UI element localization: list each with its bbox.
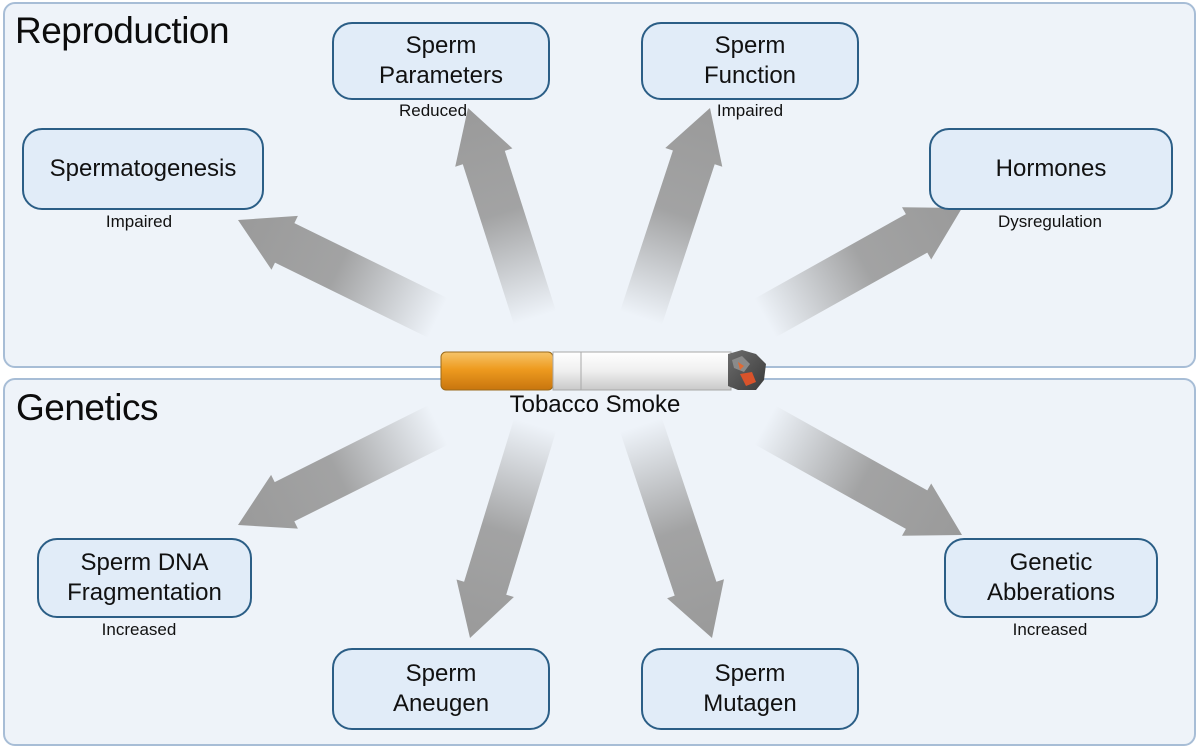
arrow-to-sperm-mutagen [620,418,724,638]
arrow-to-genetic-abberations [754,405,962,536]
node-label-line: Sperm DNA [80,549,209,576]
node-label-line: Abberations [986,579,1116,606]
node-label-line: Aneugen [392,690,490,717]
node-label-line: Fragmentation [67,579,222,606]
arrow-to-sperm-dna-fragmentation [238,405,448,529]
arrow-to-sperm-aneugen [456,418,556,638]
node-label: Hormones [996,154,1107,184]
node-sperm-dna-fragmentation: Sperm DNA Fragmentation [37,538,252,618]
node-label-line: Hormones [995,155,1107,182]
node-label-line: Sperm [714,32,786,59]
node-label-line: Function [703,62,797,89]
node-label-line: Sperm [405,32,477,59]
reproduction-title: Reproduction [15,10,230,51]
center-label: Tobacco Smoke [509,391,681,418]
node-note-hormones: Dysregulation [998,212,1102,231]
arrow-to-hormones [754,207,962,338]
node-label-line: Genetic [1009,549,1093,576]
node-label-line: Mutagen [703,690,797,717]
node-hormones: Hormones [929,128,1173,210]
node-note-sperm-function: Impaired [716,101,784,120]
arrow-to-sperm-function [620,108,723,325]
node-label: Sperm DNA Fragmentation [67,548,222,608]
node-label-line: Sperm [405,660,477,687]
node-spermatogenesis: Spermatogenesis [22,128,264,210]
node-label-line: Spermatogenesis [49,155,237,182]
node-label: Spermatogenesis [50,154,237,184]
arrow-to-sperm-parameters [455,108,556,325]
node-note-sperm-parameters: Reduced [398,101,468,120]
node-note-spermatogenesis: Impaired [105,212,173,231]
node-label-line: Sperm [714,660,786,687]
genetics-title: Genetics [16,387,159,428]
cigarette-icon [440,350,766,391]
arrow-to-spermatogenesis [238,215,448,338]
node-note-genetic-abberations: Increased [1012,620,1088,639]
node-note-sperm-dna-fragmentation: Increased [101,620,177,639]
node-label-line: Parameters [378,62,504,89]
